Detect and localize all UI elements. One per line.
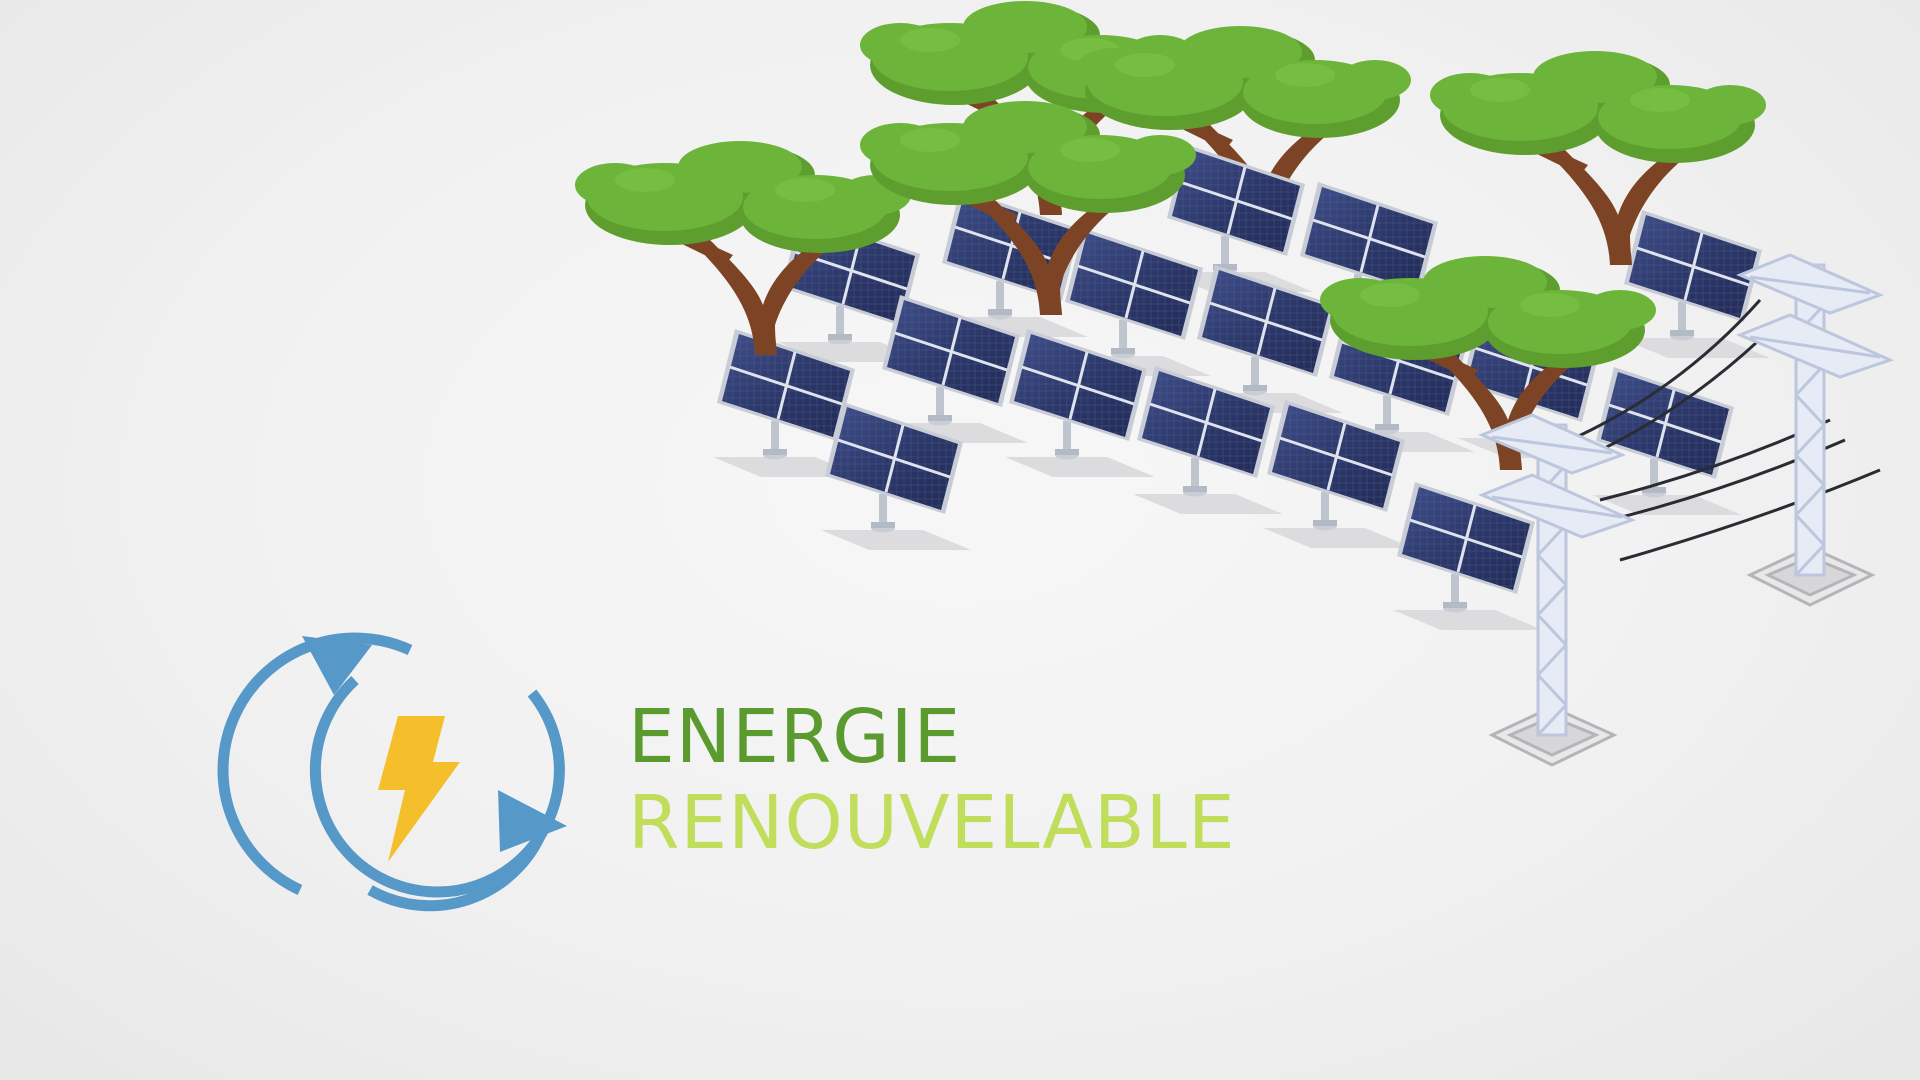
lightning-bolt-icon (378, 716, 460, 862)
arrowheads (302, 636, 567, 852)
title-block: ENERGIE RENOUVELABLE (628, 700, 1236, 860)
title-line-energie: ENERGIE (628, 694, 962, 780)
pylon-back (1738, 253, 1892, 607)
title-line-renouvelable: RENOUVELABLE (628, 780, 1236, 866)
circular-arrows-icon (217, 632, 565, 912)
renewable-energy-icon (217, 632, 567, 912)
